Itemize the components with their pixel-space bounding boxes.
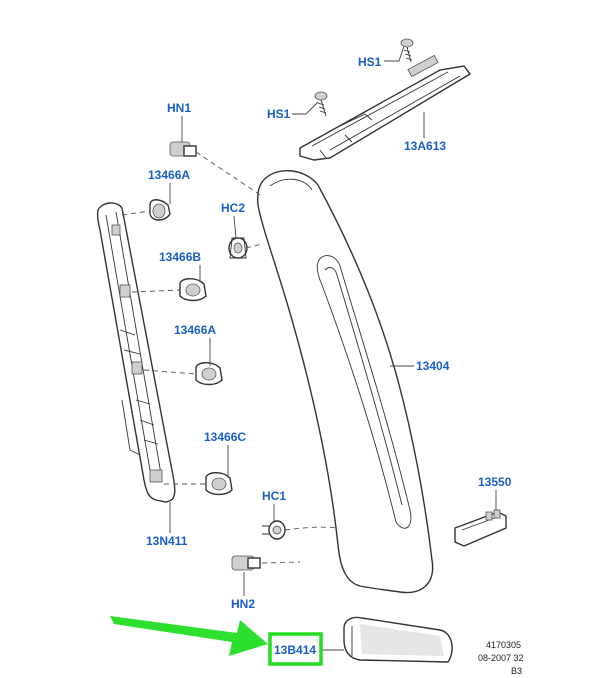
label-hn1: HN1	[167, 101, 191, 115]
label-13466c: 13466C	[204, 430, 246, 444]
label-hs1-top: HS1	[358, 55, 382, 69]
dashed-line-13466a-top	[121, 210, 151, 216]
label-13466b: 13466B	[159, 250, 201, 264]
dashed-line-hn2	[261, 561, 301, 564]
lamp-housing-13404	[256, 169, 434, 594]
label-13b414: 13B414	[274, 643, 316, 657]
leader-hc2	[233, 215, 237, 239]
screw-hs1-mid	[314, 91, 328, 117]
bulb-13466b	[179, 278, 207, 302]
clip-hc2	[228, 237, 248, 259]
leader-hs1-mid	[292, 101, 319, 115]
clip-hc1	[262, 520, 286, 540]
reference-number: 4170305	[486, 640, 521, 650]
reflector-13B414	[343, 616, 453, 663]
label-hc1: HC1	[262, 489, 286, 503]
nut-hn2	[231, 555, 261, 571]
dashed-line-13466b	[131, 289, 181, 293]
dashed-line-hc2	[245, 243, 263, 249]
label-13a613: 13A613	[404, 139, 446, 153]
bulb-13466a-top	[149, 199, 171, 221]
highlight-box	[268, 632, 323, 666]
label-hs1-mid: HS1	[267, 107, 291, 121]
bracket-13A613	[299, 54, 472, 161]
label-13550: 13550	[478, 475, 512, 489]
label-hc2: HC2	[221, 201, 245, 215]
dashed-line-hn1	[195, 151, 263, 197]
bulb-13466a-mid	[195, 362, 223, 386]
label-13404: 13404	[416, 359, 450, 373]
nut-hn1	[169, 141, 197, 157]
label-13466a-mid: 13466A	[174, 323, 216, 337]
highlight-arrow	[110, 616, 268, 656]
bulb-13466c	[205, 472, 233, 496]
reference-sheet: B3	[511, 666, 522, 676]
bulb-holder-13N411	[96, 202, 176, 503]
label-13466a-top: 13466A	[148, 168, 190, 182]
lamp-13550	[454, 509, 507, 547]
leader-hs1-top	[384, 45, 405, 62]
label-13n411: 13N411	[146, 534, 188, 548]
screw-hs1-top	[400, 38, 414, 63]
reference-date: 08-2007 32	[478, 653, 524, 663]
dashed-line-hc1	[284, 526, 339, 531]
label-hn2: HN2	[231, 597, 255, 611]
